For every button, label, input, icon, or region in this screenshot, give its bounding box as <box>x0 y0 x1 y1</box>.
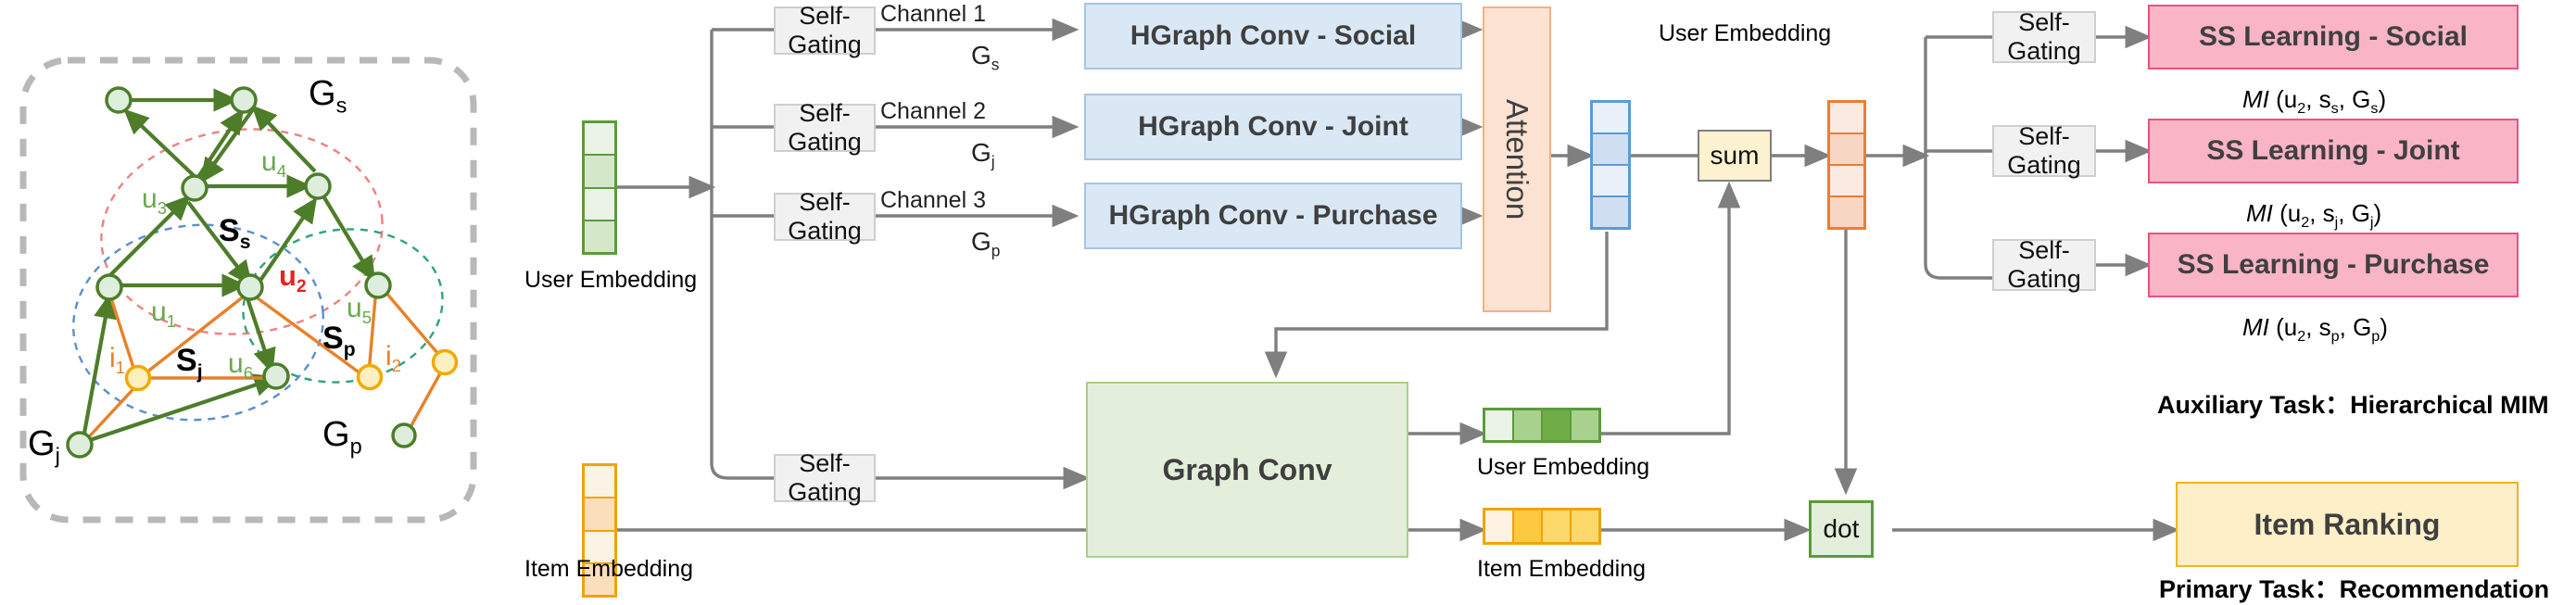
node-label-u3: u3 <box>142 183 168 218</box>
self-gating-ss-joint[interactable]: Self-Gating <box>1992 122 2096 179</box>
self-gating-channel-2[interactable]: Self-Gating <box>774 99 876 156</box>
graph-label-Gp: Gp <box>322 415 362 459</box>
embedding-cell <box>1830 166 1863 197</box>
auxiliary-task-value: Hierarchical MIM <box>2350 391 2549 419</box>
embedding-cell <box>1543 410 1572 440</box>
subgraph-circle-purchase <box>242 228 444 384</box>
node-label-u6: u6 <box>228 348 254 383</box>
embedding-cell <box>585 156 614 189</box>
hgraph-conv-purchase[interactable]: HGraph Conv - Purchase <box>1084 183 1462 249</box>
embedding-cell <box>1830 134 1863 166</box>
embedding-cell <box>1514 410 1543 440</box>
attention-output-embedding <box>1590 100 1631 230</box>
panel-dashed-border <box>19 57 477 523</box>
subgraph-label-Sp: Sp <box>322 321 356 360</box>
input-graph-svg <box>19 57 477 523</box>
embedding-cell <box>585 531 614 564</box>
embedding-cell <box>1572 510 1598 542</box>
channel-3-label: Channel 3 <box>880 187 986 213</box>
item-ranking-block[interactable]: Item Ranking <box>2176 482 2519 567</box>
embedding-cell <box>1485 410 1514 440</box>
self-gating-channel-3[interactable]: Self-Gating <box>774 188 876 245</box>
input-user-embedding-strip <box>582 120 617 255</box>
embedding-cell <box>1543 510 1572 542</box>
input-item-embedding-label: Item Embedding <box>524 556 694 582</box>
input-graph-panel: Gs Gj Gp u4 u3 u1 u5 u6 u2 i1 i2 Ss Sj S… <box>17 54 480 545</box>
self-gating-channel-1[interactable]: Self-Gating <box>774 2 876 58</box>
ss-learning-joint[interactable]: SS Learning - Joint <box>2148 119 2519 183</box>
embedding-cell <box>1593 103 1628 134</box>
self-gating-bottom-branch[interactable]: Self-Gating <box>774 449 876 506</box>
graph-label-Gj: Gj <box>28 424 60 468</box>
purchase-edges <box>82 284 447 445</box>
primary-task-value: Recommendation <box>2339 575 2550 603</box>
mi-formula-joint: MI (u2, sj, Gj) <box>2246 199 2382 232</box>
fusion-user-embedding-label: User Embedding <box>1659 20 1832 46</box>
sum-block[interactable]: sum <box>1698 130 1772 182</box>
graph-conv-block[interactable]: Graph Conv <box>1086 382 1408 558</box>
subgraph-circle-joint <box>72 223 324 422</box>
channel-3-graph-label: Gp <box>971 227 1001 260</box>
node-label-u5: u5 <box>347 293 373 327</box>
channel-2-graph-label: Gj <box>971 138 995 171</box>
input-user-embedding-label: User Embedding <box>524 267 698 293</box>
channel-2-label: Channel 2 <box>880 98 986 124</box>
user-graph-nodes <box>66 86 417 459</box>
subgraph-label-Ss: Ss <box>219 213 251 253</box>
mi-formula-social: MI (u2, ss, Gs) <box>2242 85 2387 118</box>
primary-task-prefix: Primary Task： <box>2159 575 2340 603</box>
item-graph-nodes <box>124 348 459 392</box>
embedding-cell <box>1514 510 1543 542</box>
embedding-cell <box>1593 166 1628 197</box>
self-gating-ss-social[interactable]: Self-Gating <box>1992 8 2096 65</box>
attention-block[interactable]: Attention <box>1483 6 1551 312</box>
embedding-cell <box>585 188 614 221</box>
node-label-u4: u4 <box>261 146 287 181</box>
subgraph-label-Sj: Sj <box>176 343 203 383</box>
dot-block[interactable]: dot <box>1809 500 1874 558</box>
hgraph-conv-social[interactable]: HGraph Conv - Social <box>1084 3 1462 69</box>
embedding-cell <box>1830 103 1863 134</box>
hgraph-conv-joint[interactable]: HGraph Conv - Joint <box>1084 94 1462 160</box>
channel-1-label: Channel 1 <box>880 1 986 27</box>
node-label-u2-highlight: u2 <box>279 259 307 297</box>
node-label-i2: i2 <box>385 341 402 375</box>
embedding-cell <box>585 221 614 252</box>
node-label-i1: i1 <box>109 343 126 377</box>
embedding-cell <box>585 563 614 595</box>
ss-learning-purchase[interactable]: SS Learning - Purchase <box>2148 233 2519 297</box>
self-gating-ss-purchase[interactable]: Self-Gating <box>1992 236 2096 293</box>
embedding-cell <box>1830 197 1863 227</box>
auxiliary-task-prefix: Auxiliary Task： <box>2157 391 2351 419</box>
embedding-cell <box>1485 510 1514 542</box>
ss-learning-social[interactable]: SS Learning - Social <box>2148 5 2519 69</box>
mi-formula-purchase: MI (u2, sp, Gp) <box>2242 313 2388 346</box>
auxiliary-task-caption: Auxiliary Task：Hierarchical MIM <box>2157 384 2549 421</box>
graph-label-Gs: Gs <box>309 74 347 118</box>
primary-task-caption: Primary Task：Recommendation <box>2159 569 2549 605</box>
embedding-cell <box>1593 134 1628 166</box>
embedding-cell <box>1572 410 1598 440</box>
embedding-cell <box>585 123 614 157</box>
embedding-cell <box>585 498 614 532</box>
input-item-embedding-strip <box>582 463 617 598</box>
graphconv-user-embedding-label: User Embedding <box>1477 454 1650 480</box>
graphconv-user-embedding <box>1483 408 1601 443</box>
channel-1-graph-label: Gs <box>971 41 1000 74</box>
node-label-u1: u1 <box>151 296 177 331</box>
graphconv-item-embedding <box>1483 508 1601 545</box>
graphconv-item-embedding-label: Item Embedding <box>1477 556 1647 582</box>
embedding-cell <box>585 466 614 499</box>
fused-user-embedding <box>1827 100 1866 230</box>
embedding-cell <box>1593 197 1628 227</box>
